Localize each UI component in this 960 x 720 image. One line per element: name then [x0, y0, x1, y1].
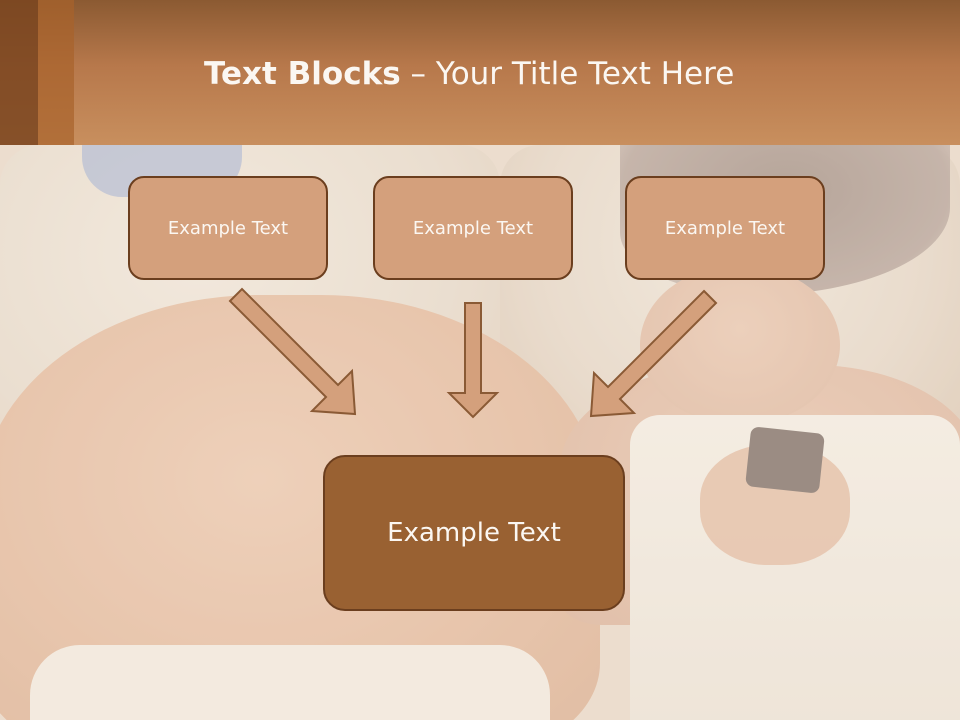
- text-box-top-left[interactable]: Example Text: [128, 176, 328, 280]
- text-box-top-right-label: Example Text: [664, 217, 786, 239]
- text-box-top-center[interactable]: Example Text: [373, 176, 573, 280]
- slide-title[interactable]: Text Blocks – Your Title Text Here: [204, 56, 734, 92]
- header-accent-dark: [0, 0, 38, 145]
- header-band: Text Blocks – Your Title Text Here: [0, 0, 960, 145]
- title-bold: Text Blocks: [204, 56, 401, 92]
- text-box-top-right[interactable]: Example Text: [625, 176, 825, 280]
- text-box-top-left-label: Example Text: [167, 217, 289, 239]
- text-box-bottom[interactable]: Example Text: [323, 455, 625, 611]
- text-box-bottom-label: Example Text: [387, 518, 561, 548]
- title-dash: –: [400, 56, 436, 92]
- text-box-top-center-label: Example Text: [412, 217, 534, 239]
- header-accent-light: [38, 0, 74, 145]
- title-rest: Your Title Text Here: [435, 56, 735, 92]
- sheet-left: [30, 645, 550, 720]
